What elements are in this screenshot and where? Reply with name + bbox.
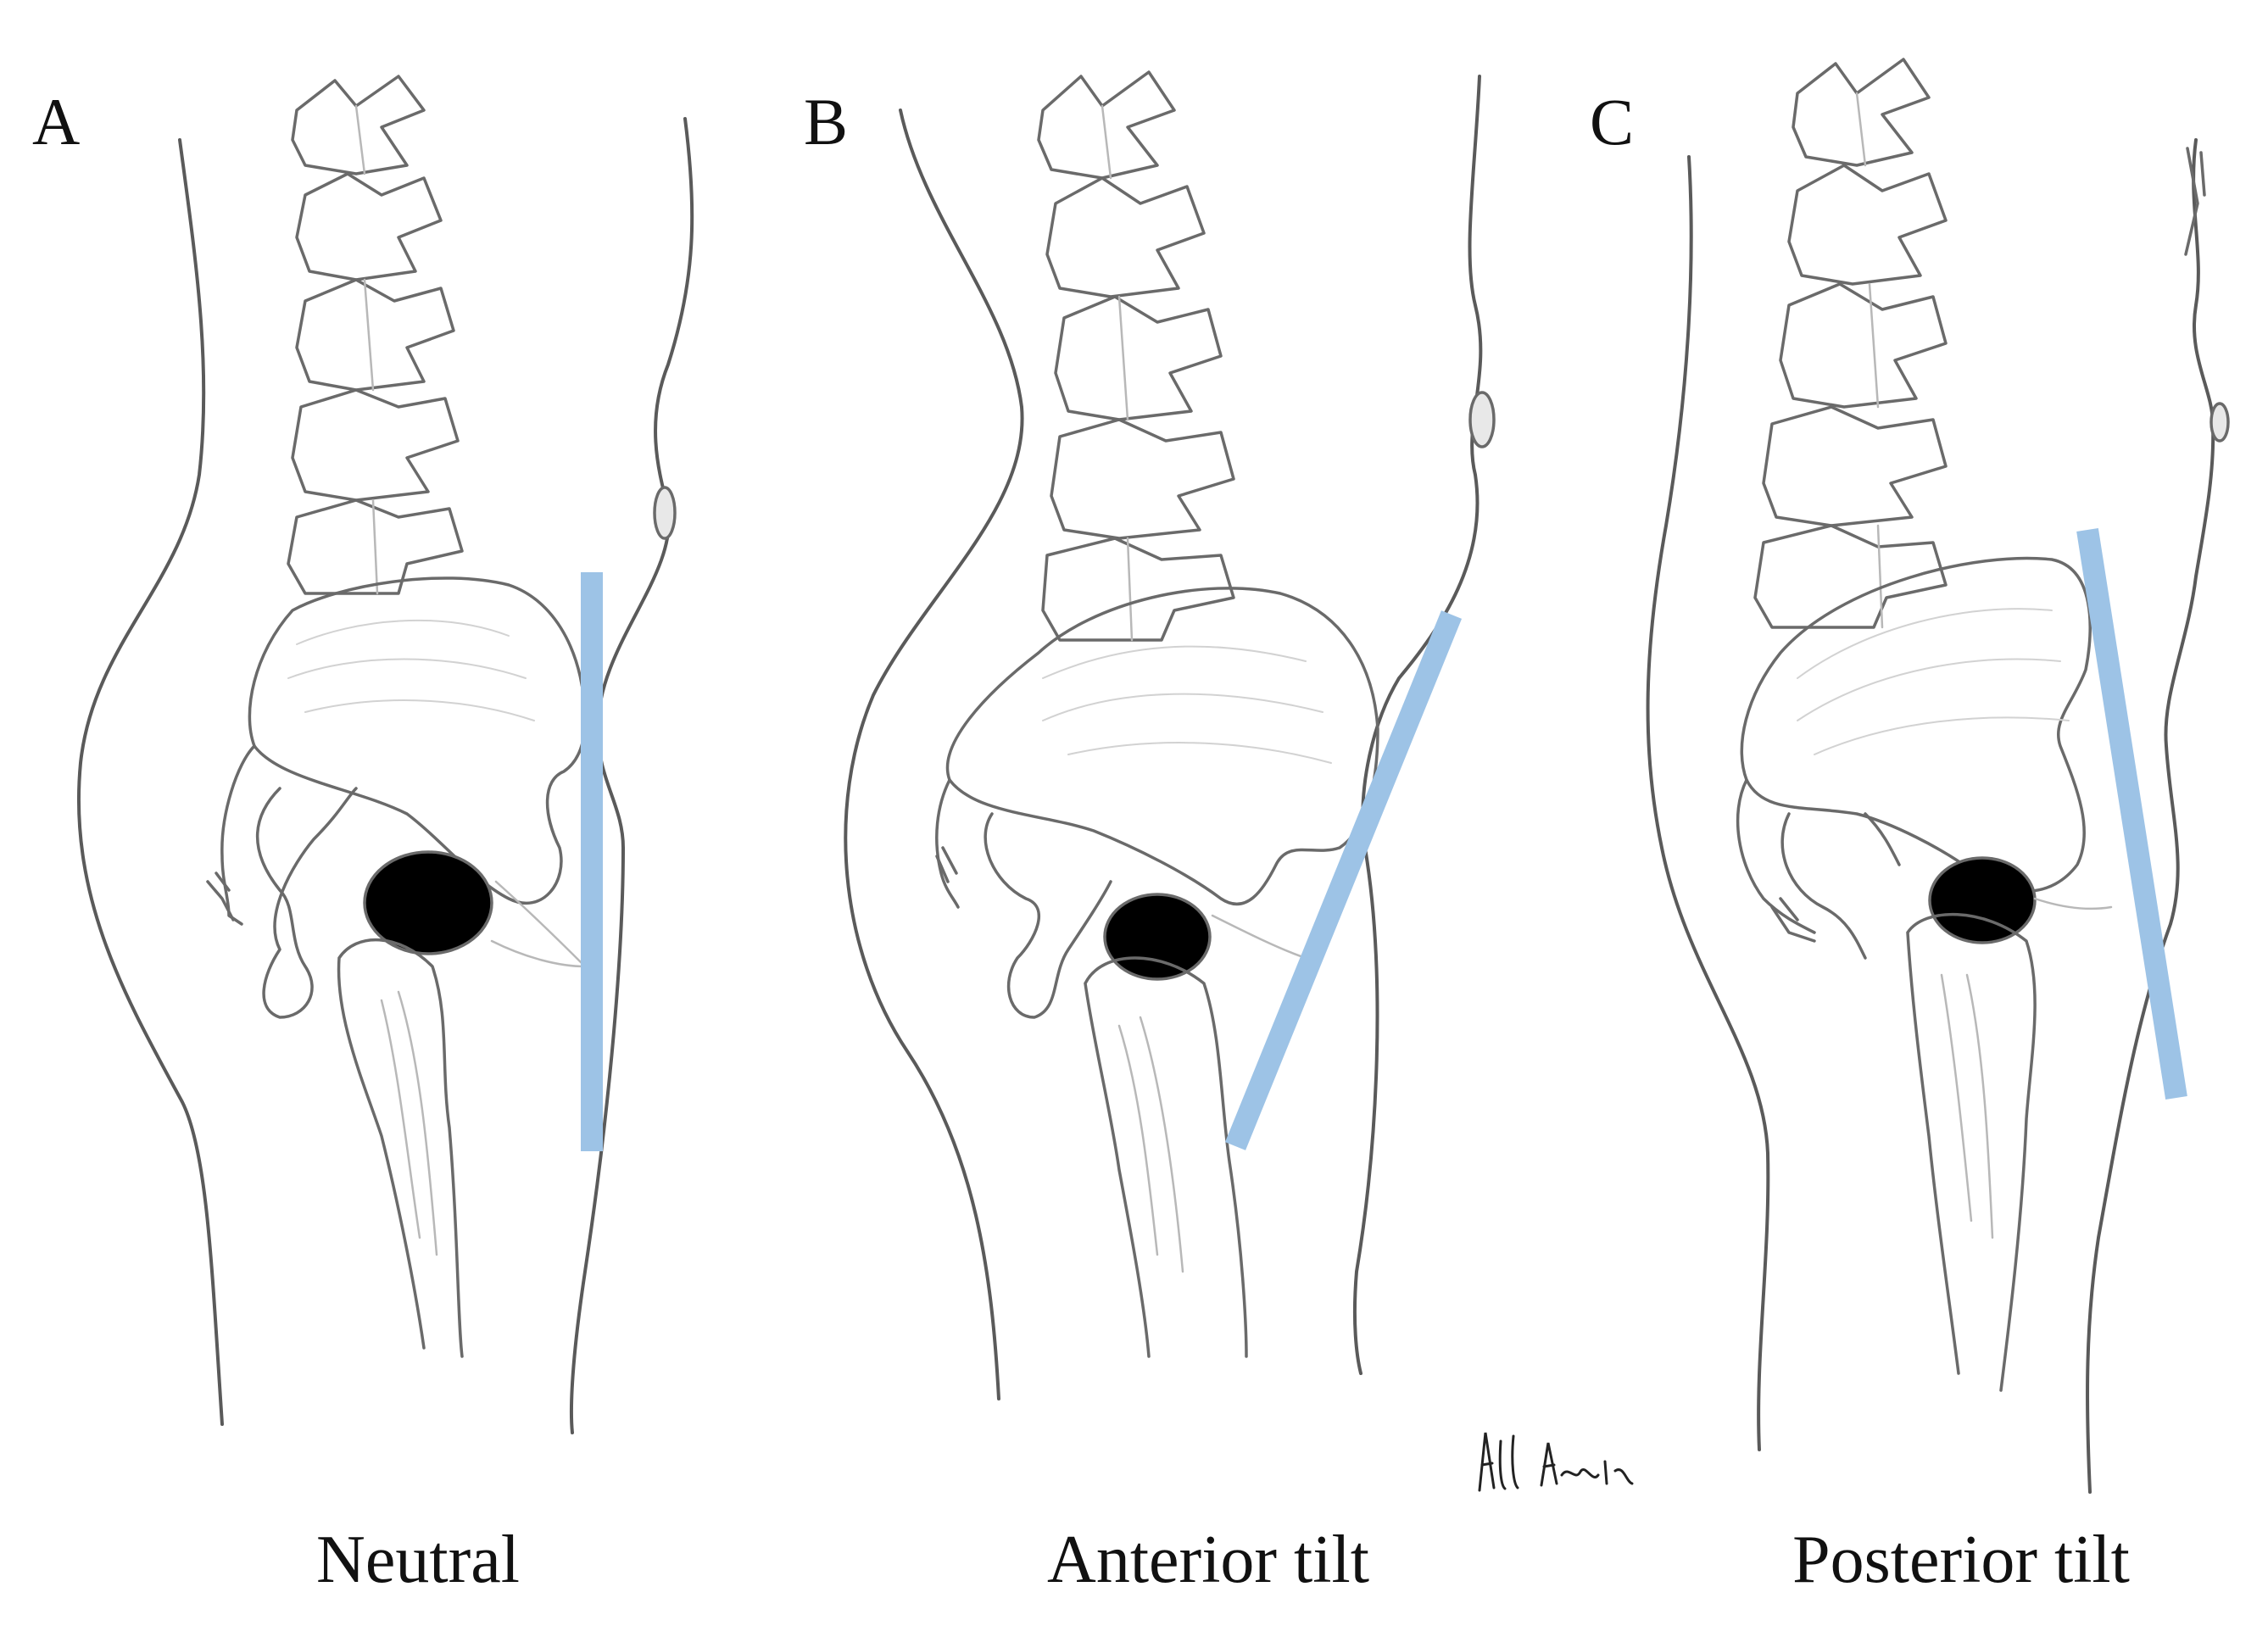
- panel-a-back-outline: [76, 138, 224, 1426]
- panel-a-caption: Neutral: [316, 1523, 520, 1597]
- panel-a-femur: [337, 938, 464, 1358]
- panel-c-back-outline: [1646, 155, 1770, 1451]
- panel-a-navel: [653, 486, 677, 540]
- panel-b-tilt-line: [1224, 610, 1463, 1150]
- panel-a-ilium: [248, 576, 587, 905]
- panel-c-sacrum: [1736, 778, 1816, 934]
- panel-b-femur: [1084, 956, 1248, 1358]
- artist-signature: [1478, 1432, 1634, 1492]
- panel-b-ilium: [945, 587, 1379, 906]
- panel-a-ischium: [255, 787, 358, 1019]
- panel-b-back-outline: [844, 109, 1024, 1400]
- panel-b-femoral-head: [1103, 893, 1212, 981]
- panel-c-femoral-head: [1928, 856, 2037, 944]
- panel-c-tilt-line: [2076, 527, 2187, 1100]
- panel-b-sacrum: [935, 778, 960, 909]
- panel-c-spine: [1753, 58, 1948, 629]
- panel-c-navel: [2209, 402, 2230, 443]
- panel-c-letter: C: [1590, 85, 1635, 159]
- panel-c-femur: [1906, 912, 2037, 1392]
- panel-c-sketch: [1646, 58, 2230, 1494]
- panel-c-caption: Posterior tilt: [1792, 1523, 2130, 1597]
- panel-a-femoral-head: [363, 850, 493, 955]
- panel-a-sketch: [76, 75, 694, 1434]
- panel-b-sketch: [844, 70, 1496, 1400]
- panel-c-front-outline: [2086, 138, 2215, 1494]
- panel-a-spine: [287, 75, 464, 595]
- panel-b-ischium: [984, 812, 1112, 1019]
- panel-b-navel: [1468, 391, 1496, 448]
- panel-b-front-outline: [1352, 75, 1483, 1375]
- panel-b-letter: B: [804, 85, 849, 159]
- panel-a-letter: A: [32, 85, 81, 159]
- panel-c-ischium: [1780, 812, 1901, 960]
- panel-a-sacrum: [220, 744, 256, 926]
- panel-b-spine: [1037, 70, 1235, 642]
- panel-b-caption: Anterior tilt: [1047, 1523, 1369, 1597]
- panel-c-ilium: [1740, 556, 2092, 894]
